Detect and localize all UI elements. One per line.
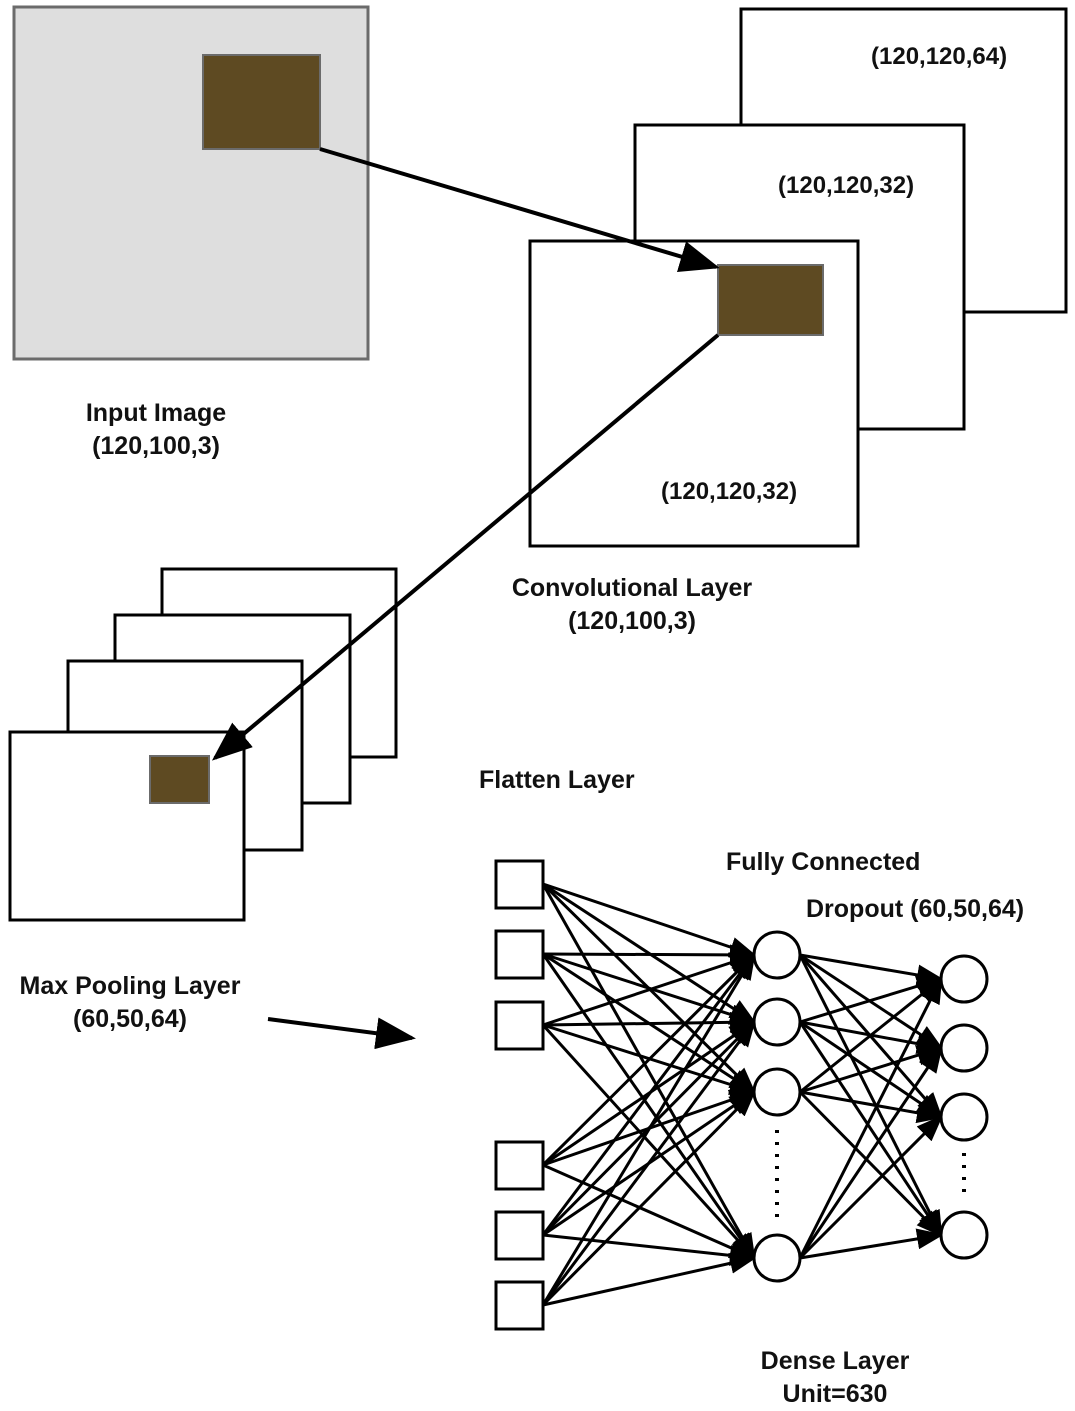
flatten-node	[494, 1000, 545, 1051]
flatten-to-fc-connection	[542, 1233, 757, 1266]
pool-filter-patch	[149, 755, 210, 804]
fc-to-dropout-connection	[798, 1021, 943, 1238]
dropout-title: Dropout (60,50,64)	[806, 895, 1025, 923]
flatten-to-fc-connection	[542, 944, 757, 966]
fc-neuron	[752, 997, 802, 1047]
fc-to-dropout-connection	[798, 1045, 943, 1259]
fc-to-dropout-connection	[799, 1045, 944, 1094]
arrow-conv-to-pool	[211, 333, 720, 761]
fully-connected-title: Fully Connected	[726, 848, 921, 876]
max-pooling-layer-shape: (60,50,64)	[73, 1005, 187, 1033]
max-pooling-layer-title: Max Pooling Layer	[19, 972, 241, 1000]
fc-to-dropout-connection	[799, 1090, 944, 1124]
flatten-to-fc-connection	[541, 1019, 756, 1306]
arrow-pool-to-flatten	[267, 1017, 416, 1050]
flatten-to-fc-connection	[542, 1011, 757, 1033]
conv-map-middle-shape: (120,120,32)	[778, 172, 915, 199]
dropout-neuron	[939, 954, 989, 1004]
flatten-to-fc-connection	[541, 952, 756, 1236]
flatten-to-fc-connection	[541, 953, 756, 1261]
fc-to-dropout-connection	[798, 1114, 944, 1260]
dense-layer-label: Dense Layer Unit=630	[735, 1345, 935, 1411]
dropout-nodes	[939, 954, 989, 1260]
conv-map-front-shape: (120,120,32)	[661, 478, 798, 505]
flatten-layer-nodes	[494, 859, 545, 1331]
flatten-layer-title: Flatten Layer	[479, 766, 635, 794]
max-pooling-layer-label: Max Pooling Layer (60,50,64)	[4, 970, 256, 1036]
flatten-to-fc-connection	[542, 882, 757, 958]
fc-to-dropout-connection	[799, 975, 944, 1024]
input-image-title: Input Image	[85, 399, 227, 427]
input-image-filter-patch	[202, 54, 321, 150]
flatten-to-fc-connection	[541, 952, 757, 1167]
convolutional-layer-label: Convolutional Layer (120,100,3)	[482, 572, 782, 638]
conv-map-back-shape: (120,120,64)	[871, 43, 1008, 70]
dense-layer-units: Unit=630	[782, 1380, 888, 1408]
dropout-neuron	[939, 1210, 989, 1260]
conv-filter-patch	[717, 264, 824, 336]
fc-to-dropout-connection	[798, 954, 943, 1238]
flatten-to-fc-connection	[541, 883, 756, 1261]
flatten-node	[494, 1280, 545, 1331]
input-image-shape: (120,100,3)	[92, 432, 220, 460]
fc-neuron	[752, 930, 802, 980]
fc-neuron	[752, 1233, 802, 1283]
flatten-to-fc-connection	[541, 1089, 757, 1307]
fc-to-dropout-connection	[799, 953, 944, 986]
flatten-to-fc-connection	[542, 1252, 757, 1307]
flatten-to-fc-connection	[541, 952, 756, 1306]
flatten-node	[494, 1210, 545, 1261]
flatten-node	[494, 859, 545, 910]
convolutional-layer-stack	[528, 7, 1068, 548]
dropout-neuron	[939, 1023, 989, 1073]
flatten-to-fc-connection	[542, 952, 757, 1027]
flatten-to-fc-connection	[541, 1023, 757, 1261]
flow-arrows	[211, 147, 720, 1050]
fc-to-dropout-connection	[799, 1228, 944, 1260]
convolutional-layer-title: Convolutional Layer	[511, 574, 753, 602]
dense-layer-title: Dense Layer	[760, 1347, 910, 1375]
fc-to-dropout-connection	[798, 1090, 944, 1238]
network-connections	[541, 882, 944, 1307]
arrow-input-to-conv	[319, 147, 720, 273]
input-image	[12, 5, 370, 361]
fully-connected-nodes	[752, 930, 802, 1283]
fc-to-dropout-connection	[799, 977, 944, 1094]
input-image-label: Input Image (120,100,3)	[56, 397, 256, 463]
flatten-to-fc-connection	[542, 1163, 757, 1260]
flatten-node	[494, 929, 545, 980]
dropout-neuron	[939, 1092, 989, 1142]
fc-to-dropout-connection	[798, 976, 943, 1259]
fc-neuron	[752, 1067, 802, 1117]
flatten-node	[494, 1140, 545, 1191]
convolutional-layer-shape: (120,100,3)	[568, 607, 696, 635]
max-pooling-layer-stack	[8, 567, 398, 922]
